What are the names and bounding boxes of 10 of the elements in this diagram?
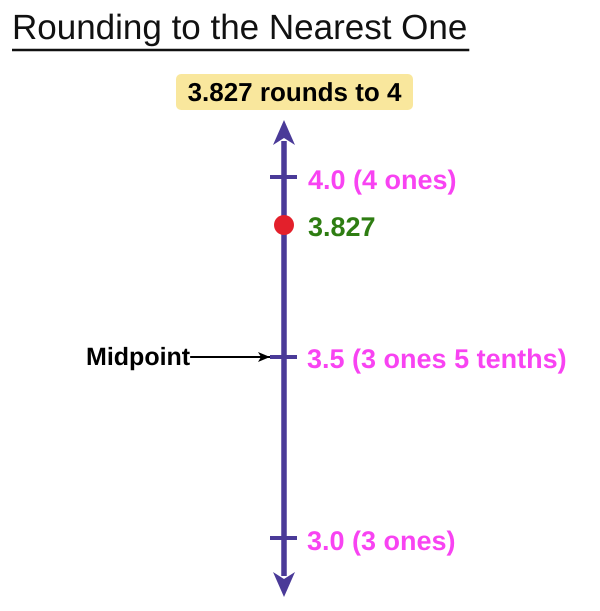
tick-label: 4.0 (4 ones) xyxy=(308,165,457,195)
midpoint-label: Midpoint xyxy=(86,342,190,372)
title: Rounding to the Nearest One xyxy=(12,8,468,48)
tick-label: 3.0 (3 ones) xyxy=(307,526,456,556)
leader-arrow xyxy=(190,352,270,362)
tick-mark xyxy=(270,355,297,359)
result-text: 3.827 rounds to 4 xyxy=(188,77,402,107)
tick-label: 3.5 (3 ones 5 tenths) xyxy=(307,344,567,374)
highlight-box xyxy=(176,74,413,110)
point-label: 3.827 xyxy=(308,212,376,242)
